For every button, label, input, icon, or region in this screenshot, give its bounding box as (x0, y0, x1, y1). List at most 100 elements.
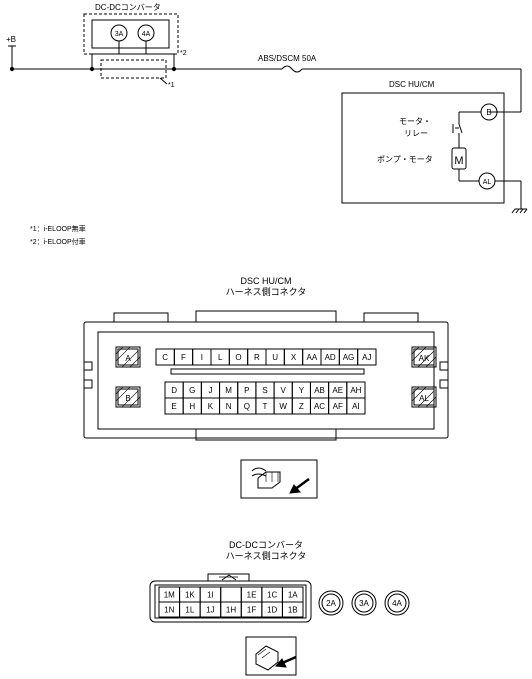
pin-z-label: Z (299, 402, 304, 411)
pin-af-label: AF (333, 402, 343, 411)
module-box (341, 92, 505, 204)
pin-r-label: R (254, 353, 260, 362)
bottom-tab (195, 429, 337, 441)
pin-ae-label: AE (332, 386, 343, 395)
pin-1k-label: 1K (185, 591, 195, 600)
dsc-connector-title-1: DSC HU/CM (241, 276, 292, 286)
pin-o-label: O (235, 353, 241, 362)
pin-x-label: X (291, 353, 297, 362)
terminal-4a-label: 4A (142, 31, 151, 38)
pump-label: ポンプ・モータ (377, 155, 433, 164)
pin-ad-label: AD (325, 353, 336, 362)
terminal-b-label: B (486, 108, 491, 117)
note-1: *1：i-ELOOP無車 (30, 224, 86, 233)
round-terminal-label: 2A (326, 599, 336, 608)
dcdc-connector-title-1: DC-DCコンバータ (229, 540, 303, 550)
pin-u-label: U (272, 353, 278, 362)
pin-e-label: E (171, 402, 176, 411)
pin-m-label: M (225, 386, 232, 395)
pin-j-label: J (208, 386, 212, 395)
pin-ah-label: AH (350, 386, 361, 395)
pin-ai (346, 397, 366, 415)
converter-title: DC-DCコンバータ (95, 3, 161, 12)
fuse-symbol (281, 65, 303, 73)
round-terminal-label: 3A (359, 599, 369, 608)
pin-y-label: Y (299, 386, 305, 395)
relay-contact-d (458, 123, 463, 134)
circuit-section: +B ABS/DSCM 50A DC-DCコンバータ 3A 4A *2 *1 (6, 3, 528, 214)
pin-g-label: G (189, 386, 195, 395)
dcdc-row-2: 1N 1L 1J 1H 1F 1D 1B (158, 601, 304, 618)
pin-k-label: K (208, 402, 214, 411)
round-terminal-inner (387, 593, 407, 613)
pin-s-label: S (262, 386, 267, 395)
pin-aa-label: AA (306, 353, 317, 362)
pin-1e-label: 1E (247, 591, 257, 600)
note-marker-2: *2 (180, 50, 187, 57)
pin-v-label: V (281, 386, 287, 395)
dcdc-latch (207, 573, 250, 581)
dsc-connector-outer (83, 321, 449, 439)
terminal-3a-label: 3A (115, 31, 124, 38)
node-right (171, 66, 177, 72)
pin-1c-label: 1C (267, 591, 277, 600)
dcdc-connector-inner (154, 584, 307, 619)
pin-q-label: Q (244, 402, 250, 411)
pin-l-label: L (218, 353, 223, 362)
pin-ac-label: AC (314, 402, 325, 411)
top-tab-right (363, 312, 419, 322)
connector-view-arrow-icon (245, 636, 297, 676)
round-terminal-4a (384, 590, 410, 616)
bypass-box (100, 59, 167, 79)
pin-w-label: W (279, 402, 287, 411)
top-tab-center (195, 310, 337, 322)
pin-1m-label: 1M (164, 591, 175, 600)
pin-d-label: D (171, 386, 177, 395)
pin-1n-label: 1N (164, 606, 174, 615)
side-pin-a (115, 346, 141, 368)
round-terminal-inner (321, 593, 341, 613)
note-marker-1: *1 (168, 82, 175, 89)
side-pin-al (411, 386, 437, 408)
pin-aj-label: AJ (362, 353, 371, 362)
pin-f-label: F (181, 353, 186, 362)
connector-view-arrow-icon (240, 459, 318, 499)
pin-aj (357, 348, 377, 366)
side-pin-ak (411, 346, 437, 368)
pin-1f-label: 1F (247, 606, 256, 615)
pin-h-label: H (189, 402, 195, 411)
dcdc-connector: 1M 1K 1I 1E 1C 1A 1N 1L 1J 1H 1F 1D 1B 2A 3A 4A (149, 573, 410, 623)
pin-1j-label: 1J (206, 606, 214, 615)
dcdc-row-1: 1M 1K 1I 1E 1C 1A (158, 586, 304, 603)
relay-label-2: リレー (404, 129, 428, 138)
pin-1b-label: 1B (288, 606, 298, 615)
pin-1l-label: 1L (185, 606, 194, 615)
pin-t-label: T (263, 402, 268, 411)
pin-ab-label: AB (314, 386, 325, 395)
side-pin-b-label: B (125, 394, 130, 403)
pin-n-label: N (226, 402, 232, 411)
dsc-connector-title-2: ハーネス側コネクタ (226, 286, 307, 297)
round-terminal-3a (351, 590, 377, 616)
pin-1i-label: 1I (207, 591, 214, 600)
round-terminal-label: 4A (392, 599, 402, 608)
dcdc-connector-outer (149, 580, 312, 623)
fuse-label: ABS/DSCM 50A (258, 54, 317, 63)
dsc-connector-inner (97, 331, 435, 430)
pin-i-label: I (201, 353, 203, 362)
pin-1a-label: 1A (288, 591, 298, 600)
motor-symbol: M (454, 155, 463, 167)
power-label: +B (6, 35, 16, 44)
side-pin-a-label: A (125, 354, 131, 363)
side-pin-b (115, 386, 141, 408)
pin-1h-label: 1H (226, 606, 236, 615)
node-left (89, 66, 95, 72)
top-tab-left (113, 312, 169, 322)
pin-1d-label: 1D (267, 606, 277, 615)
pin-ag-label: AG (343, 353, 355, 362)
dcdc-connector-title-2: ハーネス側コネクタ (226, 550, 307, 561)
dsc-slot (170, 368, 365, 375)
